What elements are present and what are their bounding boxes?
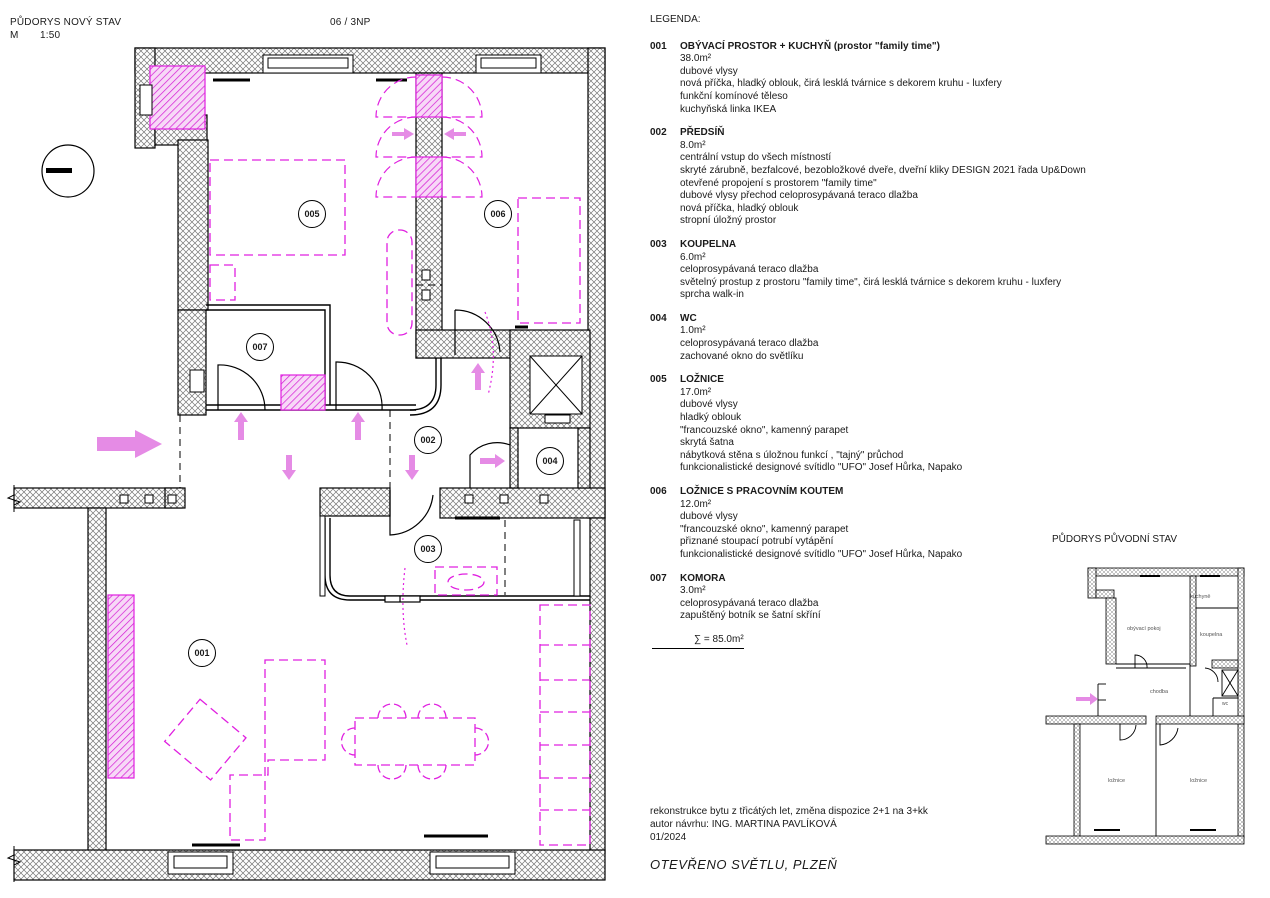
original-label-kitchen: kuchyně (1190, 594, 1211, 600)
north-arrow-icon (41, 144, 95, 198)
original-label-bedroom-1: ložnice (1108, 778, 1126, 784)
original-label-living: obývací pokoj (1127, 626, 1161, 632)
original-label-hall: chodba (1150, 689, 1169, 695)
floor-plan (6, 47, 606, 882)
scale-prefix: M (10, 30, 19, 41)
original-plan-title: PŮDORYS PŮVODNÍ STAV (1052, 534, 1178, 545)
room-label-003: 003 (414, 535, 442, 563)
original-label-bathroom: koupelna (1200, 632, 1223, 638)
luxfery-wall (319, 515, 581, 597)
legend-room-001: 001 OBÝVACÍ PROSTOR + KUCHYŇ (prostor "f… (650, 40, 1002, 115)
windows (167, 54, 542, 875)
room-label-001: 001 (188, 639, 216, 667)
french-doors (375, 76, 483, 198)
original-label-wc: wc (1222, 701, 1229, 707)
room-label-005: 005 (298, 200, 326, 228)
flow-arrows (97, 128, 505, 480)
chimney (139, 65, 206, 130)
dashed-openings (179, 284, 506, 595)
exterior-walls (13, 47, 606, 881)
original-label-bedroom-2: ložnice (1190, 778, 1208, 784)
legend-room-005: 005 LOŽNICE 17.0m² dubové vlysy hladký o… (650, 374, 963, 474)
floor-label: 06 / 3NP (330, 17, 371, 28)
room-label-004: 004 (536, 447, 564, 475)
legend-room-006: 006 LOŽNICE S PRACOVNÍM KOUTEM 12.0m² du… (650, 486, 963, 560)
legend-room-003: 003 KOUPELNA 6.0m² celoprosypávaná terac… (650, 238, 1062, 301)
legend-room-004: 004 WC 1.0m² celoprosypávaná teraco dlaž… (650, 312, 819, 362)
room-label-007: 007 (246, 333, 274, 361)
break-lines (6, 485, 22, 882)
chairs (340, 703, 490, 780)
room-label-002: 002 (414, 426, 442, 454)
light-paths (402, 311, 494, 646)
scale-value: 1:50 (40, 30, 61, 41)
wall-stubs (119, 269, 571, 504)
project-title: OTEVŘENO SVĚTLU, PLZEŇ (650, 857, 838, 872)
area-sum: ∑ = 85.0m² (650, 634, 1170, 649)
legend-room-007: 007 KOMORA 3.0m² celoprosypávaná teraco … (650, 572, 821, 622)
room-label-006: 006 (484, 200, 512, 228)
legend: LEGENDA: 001 OBÝVACÍ PROSTOR + KUCHYŇ (p… (650, 14, 1170, 649)
legend-title: LEGENDA: (650, 14, 701, 25)
credits: rekonstrukce bytu z třicátých let, změna… (650, 806, 928, 843)
legend-room-002: 002 PŘEDSÍŇ 8.0m² centrální vstup do vše… (650, 127, 1086, 227)
kitchen-bar (107, 74, 443, 779)
plan-title: PŮDORYS NOVÝ STAV (10, 17, 122, 28)
furniture (163, 159, 591, 846)
light-shaft (529, 355, 583, 415)
interior-walls (415, 72, 591, 489)
